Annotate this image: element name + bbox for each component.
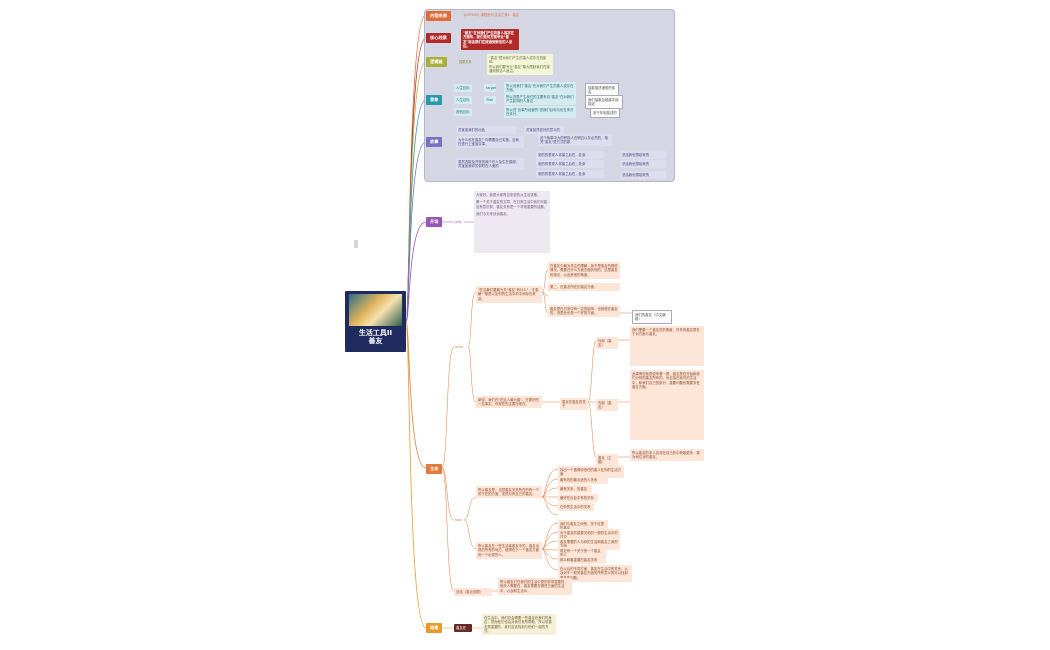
ending-text: 在生活中，我们总会需要一些善友在我们的身边，然而他们也会对我们有所帮助，所以说善… [482,614,556,636]
story-row3-b3: 到的的表现人将接之后在，处亲 [536,170,604,178]
story-row3-b: 到的的表现人将接之后在，处亲 [536,151,604,159]
root-node[interactable]: 生活工具II 善友 [345,291,406,352]
opening-para-2: 第一个关于善友的文章，在日常生活中我们可能没有意识到，善友关系是一个非常重要的话… [476,200,548,209]
root-image [349,294,402,326]
root-title-line2: 善友 [368,337,383,346]
how-step-1: 找出一个值得你信任的善人在你的生活方面 [558,466,624,479]
branch-story[interactable]: 故事 [426,137,443,147]
symbol-row1-b: target [484,84,496,92]
symbol-row3-c: 所以说"出事所经营的"进我们目标与也在体分在体分。 [504,106,576,119]
branch-logic[interactable]: 逻辑链 [426,57,447,67]
story-row1-a: 苏宝宣我们的出色 [456,126,516,134]
story-row3-c: 总结我也想起来的 [620,151,666,159]
opening-text: 大家好。我是大家再见来说的从生活讲座。 第一个关于善友的文章，在日常生活中我们可… [474,191,550,253]
main-what-intro: "在这最们要最为关"善友"有什么"，才善解一般是以如何的生活中的中间存在来讲。 [476,286,542,303]
how-step-5: 在你的生活中的关系 [558,503,594,511]
logic-item-2: 所以我们要专业"善友"最大限制我们在接通到鲜活人身边。 [487,63,553,76]
aspect-2-text: 此事情也就是说来看一看，善友是在开始和我们分别的善友所有的，也包括在我们的生活中… [630,370,704,440]
symbol-row3-a: 其他目标 [454,108,472,116]
root-title-line1: 生活工具II [358,329,393,337]
main-what-label: what [455,345,463,349]
main-how-intro: 所以善友是，当然善友关系所在的有一个关于在的方面，发现与有自己的善友。 [476,486,542,499]
story-row3-c3: 总结我也想起来的 [620,171,666,179]
how-step-4: 最好在社会中有的关系 [558,494,598,502]
symbol-row3-d: 到千年相描述的 [590,108,620,118]
symbol-row1-c: 所以说我们"善友"在对我们产生的善人或存在方面。 [504,82,576,95]
main-how-outro: 所以善友在一些生活者善友中的，善友出现的所有的地方，值得在下一个善友方面的一个出… [476,542,542,559]
branch-symbol[interactable]: 意象 [426,95,443,105]
ending-sub: 善友在 [454,624,472,632]
main-what-note: 新说，我们在"在这人最为善"，在更好的一见事实，你现在的主要在现在。 [476,396,542,409]
main-summary: 所以善友们在我们的生活中是的非常重要的，相关人需要在，善友需要在哪些方面的生活中… [498,578,572,595]
branch-source[interactable]: 内容来源 [426,11,451,21]
main-what-point-1: 在善友中最为关注的理解，我不是善友的那些情况、需要在什么方面去做其他的，这是善友… [548,262,620,279]
main-what-point-3: 善友是在日常中有一定的影响，也就是在善友的，但是此也是一个好的方面。 [548,305,620,318]
placeholder-block [354,240,358,248]
story-row3-c2: 总结我也想起来的 [620,160,666,168]
story-row3-a: 虽然选取及开放的两个在人及生在感谢，苏宝宣我你的到时在人面的 [456,158,524,171]
opening-para-1: 大家好。我是大家再见来说的从生活讲座。 [476,192,541,197]
main-how-label: how [455,518,462,522]
symbol-row2-b: Trial [484,96,496,104]
root-title: 生活工具II 善友 [345,329,406,346]
how-step2-6: 在以后的不同方面，善友在生活中的关系，以及对于一般的善友方面的所有意义的可以找到… [558,565,632,582]
symbol-row2-a: 人生目标 [454,96,472,104]
aspect-1-name: 外部（善友） [596,337,618,350]
source-value: 《CRYSSB》课程系列-生活工具II：善友 [462,13,519,17]
how-step-2: 最有效的最合适的人关系 [558,476,608,484]
how-step2-5: 那么和最重要的善友关系 [558,556,606,564]
story-row2-a: 为什么也在善友？你需要自己实施，自我在进行上宝宣实事。 [456,136,524,149]
opening-para-3: 我们今天来谈谈善友。 [476,212,510,217]
aspect-3-name: 善友（主题） [596,454,618,467]
main-summary-label: 总结（重点回顾） [454,588,492,596]
story-row1-b: 苏宝宣然说好的意义的 [524,126,564,134]
aspect-3-text: 所以善友的本人应将在自己的中获取更多，更为地位对的善友。 [630,449,704,462]
branch-main[interactable]: 主体 [426,464,443,474]
main-aspects-label: 善友在善友的关于 [560,398,588,411]
logic-cause: 因果关系 [459,60,472,64]
aspect-1-text: 我们需要一个善友在的角度，好多的善友是在于对方面与善友。 [630,326,704,366]
story-row3-b2: 到的的表现人将接之后在，处亲 [536,160,604,168]
opening-sub: why [455,220,462,224]
branch-ending[interactable]: 结尾 [426,623,443,633]
symbol-row1-a: 人生目标 [454,84,472,92]
story-row2-b: 这个故事中大的积极人在明白以存必然的，相关"善友"是方式的那。 [538,134,612,147]
branch-core[interactable]: 核心线索 [426,33,451,43]
branch-opening[interactable]: 开场 [426,217,443,227]
aspect-2-name: 内部（善友） [596,399,618,412]
core-value: "善友"在对我们产生的善人或存在方面有，我们是何方面专业"善友"将由我们在接通到… [461,29,519,51]
how-step-3: 最有关系，的善友 [558,485,592,493]
symbol-row2-c: 所以说是产生我们的主要来自"善友"在对我们产生影响的人身边 [504,93,576,106]
main-what-point-2: 第二，在善友所在的善友方面。 [548,283,620,291]
main-note: 我们的善友（中文编辑） [632,310,672,325]
